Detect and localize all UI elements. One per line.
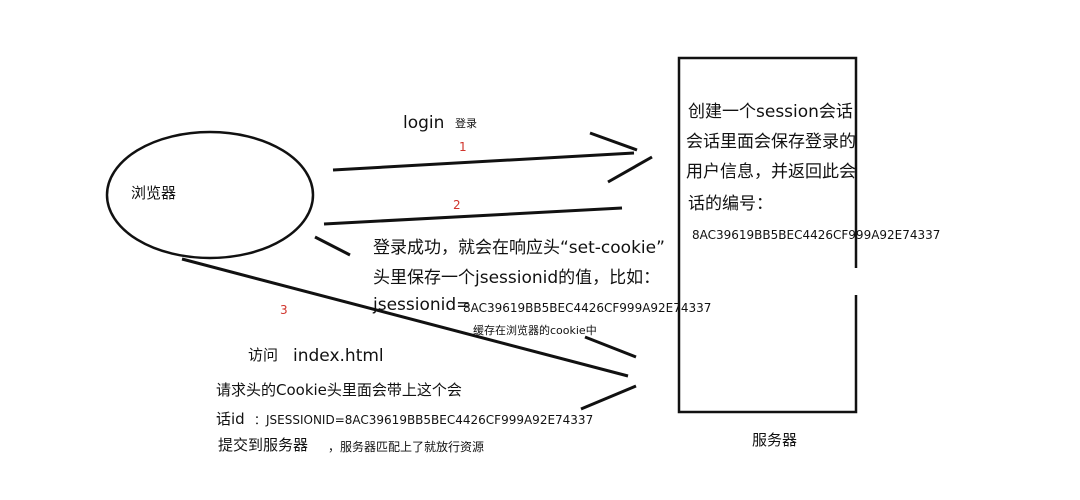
server-note-line-3: 用户信息，并返回此会 <box>686 162 856 182</box>
arrow-1-shaft <box>332 151 635 172</box>
login-label: login <box>403 113 445 133</box>
server-note-line-4: 话的编号： <box>688 194 773 214</box>
step-3-number: 3 <box>280 303 288 317</box>
server-node <box>677 56 858 414</box>
response-note-jsessionid-value: 8AC39619BB5BEC4426CF999A92E74337 <box>463 301 712 315</box>
response-note-jsessionid-key: jsessionid= <box>373 295 471 315</box>
server-note-line-2: 会话里面会保存登录的 <box>686 132 856 152</box>
request-visit-label: 访问 <box>248 346 279 364</box>
server-session-id: 8AC39619BB5BEC4426CF999A92E74337 <box>692 228 941 242</box>
login-cn-label: 登录 <box>455 117 477 130</box>
server-note-line-1: 创建一个session会话 <box>688 102 853 122</box>
browser-node <box>105 130 315 260</box>
request-note-line-1: 请求头的Cookie头里面会带上这个会 <box>216 381 462 399</box>
server-label: 服务器 <box>752 431 798 449</box>
response-note-cache: 缓存在浏览器的cookie中 <box>473 324 597 337</box>
step-2-number: 2 <box>453 198 461 212</box>
arrow-2-shaft <box>323 206 623 226</box>
arrow-3-shaft <box>181 257 629 378</box>
step-1-number: 1 <box>459 140 467 154</box>
request-page-label: index.html <box>293 346 384 366</box>
arrow-3-head-top <box>584 335 637 359</box>
browser-label: 浏览器 <box>131 184 177 202</box>
arrow-2-head <box>314 235 351 257</box>
request-note-line-2-key: 话id <box>216 410 245 428</box>
request-note-line-3-b: ，服务器匹配上了就放行资源 <box>328 440 485 454</box>
response-note-line-2: 头里保存一个jsessionid的值，比如： <box>373 268 661 288</box>
arrow-1-head-top <box>589 131 638 152</box>
request-note-line-2-value: ：JSESSIONID=8AC39619BB5BEC4426CF999A92E7… <box>254 413 594 427</box>
response-note-line-1: 登录成功，就会在响应头“set-cookie” <box>373 238 665 258</box>
request-note-line-3-a: 提交到服务器 <box>218 436 309 454</box>
arrow-3-head-bottom <box>580 384 637 411</box>
arrow-1-head-bottom <box>607 155 653 184</box>
